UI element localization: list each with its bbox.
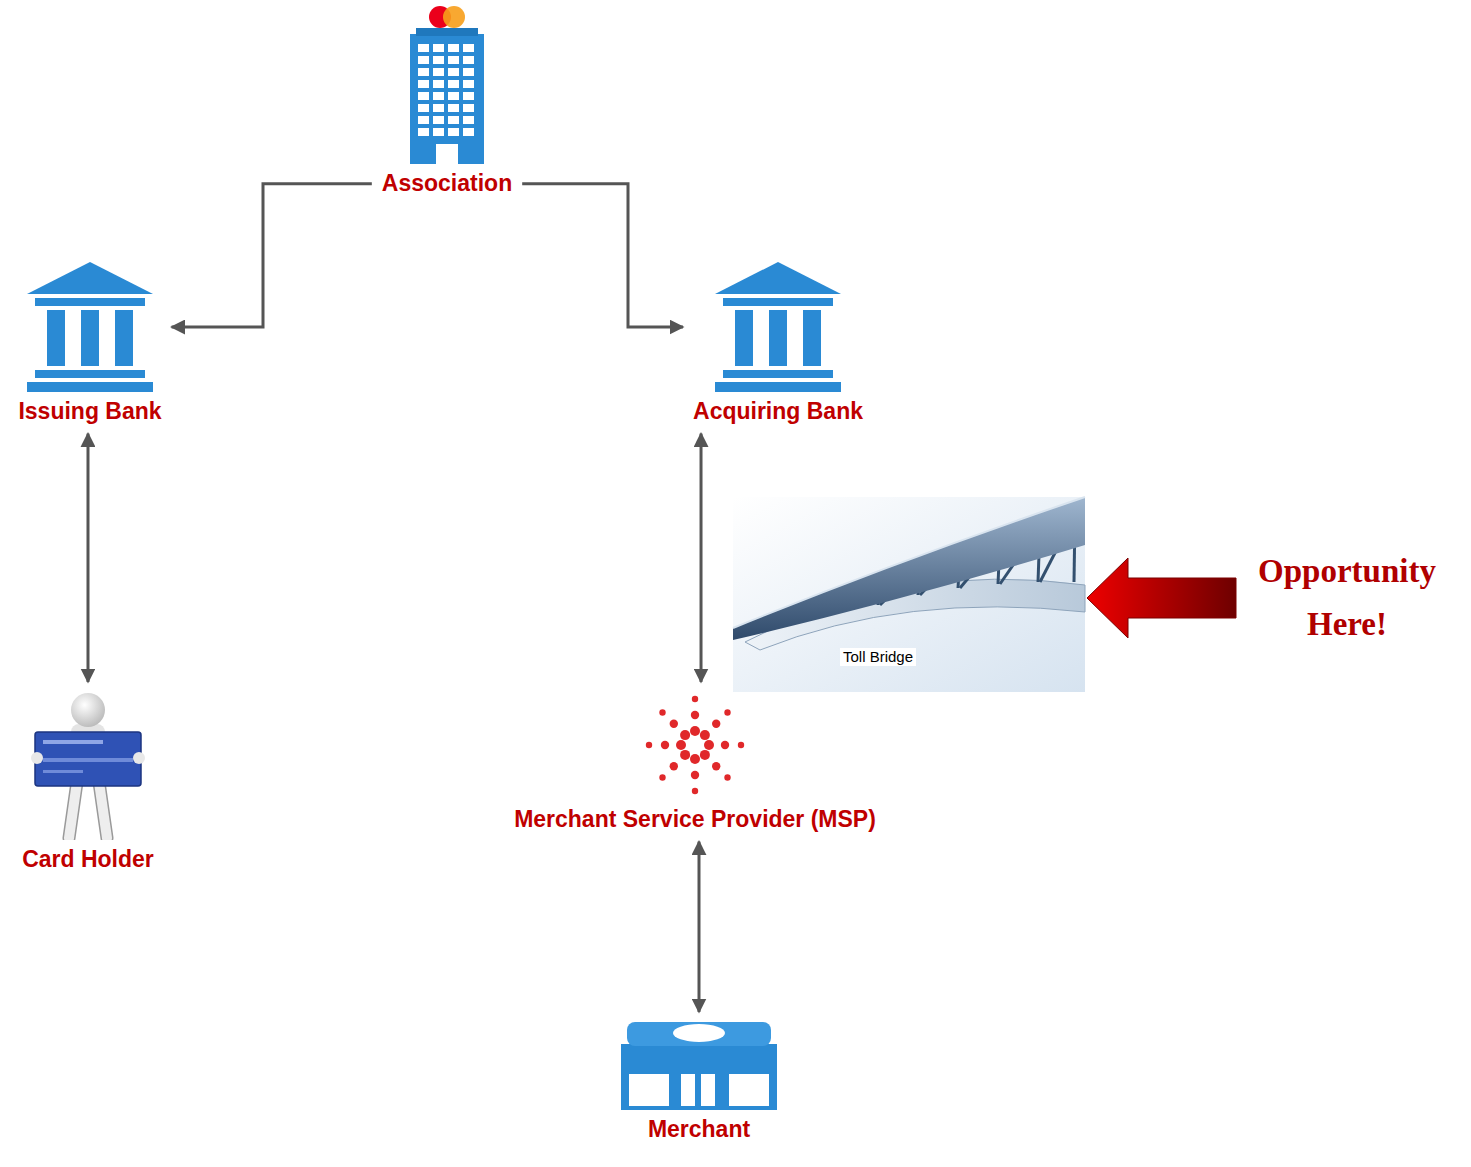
- bridge-sky: [733, 497, 1085, 692]
- node-label: Merchant: [646, 1116, 752, 1144]
- node-label: Issuing Bank: [16, 398, 163, 426]
- toll-bridge-picture: [733, 497, 1085, 692]
- connector-arrow: [700, 434, 703, 682]
- connector-arrow: [522, 184, 683, 327]
- bank-icon: [27, 262, 153, 392]
- person-icon: [27, 690, 149, 840]
- node-label: Merchant Service Provider (MSP): [512, 806, 878, 834]
- bridge-caption: Toll Bridge: [840, 648, 916, 666]
- starburst-icon: [635, 690, 755, 800]
- node-label: Acquiring Bank: [691, 398, 865, 426]
- callout-arrow: [1087, 558, 1236, 638]
- node-label: Association: [380, 170, 514, 198]
- provider-node: Merchant Service Provider (MSP): [512, 690, 878, 834]
- shop-icon: [621, 1020, 777, 1110]
- association-node: Association: [380, 4, 514, 198]
- bank-node: Acquiring Bank: [691, 262, 865, 426]
- connector-arrow: [698, 842, 701, 1012]
- node-label: Card Holder: [20, 846, 156, 874]
- merchant-node: Merchant: [621, 1020, 777, 1144]
- building-icon: [402, 4, 492, 164]
- bridge-rail: [733, 497, 1085, 628]
- bridge-deck: [733, 497, 1085, 640]
- callout-text: Opportunity Here!: [1236, 545, 1458, 651]
- bank-node: Issuing Bank: [16, 262, 163, 426]
- cardholder-node: Card Holder: [20, 690, 156, 874]
- connector-arrow: [86, 434, 89, 682]
- connector-arrow: [172, 184, 372, 327]
- bank-icon: [715, 262, 841, 392]
